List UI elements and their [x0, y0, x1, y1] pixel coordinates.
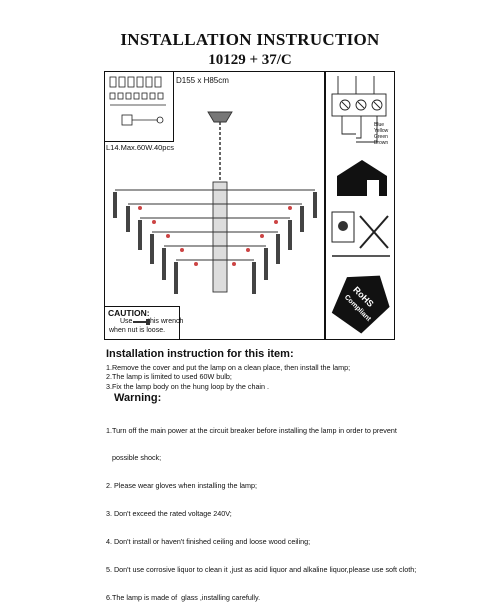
indoor-use-house-icon [337, 160, 387, 196]
wrench-icon [133, 319, 150, 325]
warning-item-5: 5. Don't use corrosive liquor to clean i… [106, 565, 417, 575]
installation-title: Installation instruction for this item: [106, 348, 294, 360]
wire-label-yellow: Yellow [374, 128, 389, 134]
model-number: 10129 + 37/C [208, 52, 292, 68]
wire-labels: Blue Yellow Green Brown [374, 122, 388, 146]
warning-item-2: 2. Please wear gloves when installing th… [106, 481, 258, 491]
installation-step-2: 2.The lamp is limited to used 60W bulb; [106, 372, 232, 382]
parts-label: L14.Max.60W.40pcs [106, 143, 174, 152]
wire-label-brown: Brown [374, 140, 389, 146]
chandelier-drawing [113, 111, 317, 294]
parts-illustration [109, 76, 166, 126]
wire-label-blue: Blue [374, 122, 385, 128]
rohs-compliant-badge-icon: RoHS Compliant [331, 275, 390, 334]
wire-label-green: Green [374, 134, 388, 140]
caution-line1: Use this wrench [120, 318, 184, 325]
installation-step-1: 1.Remove the cover and put the lamp on a… [106, 363, 351, 372]
document-title: INSTALLATION INSTRUCTION [120, 30, 380, 49]
terminal-block-illustration [331, 76, 387, 143]
parts-box [104, 71, 174, 142]
caution-box [104, 306, 180, 340]
warning-item-1-cont: possible shock; [106, 453, 162, 463]
warning-item-6: 6.The lamp is made of glass ,installing … [106, 592, 261, 602]
diagram-frame [104, 71, 395, 340]
caution-line2: when nut is loose. [109, 327, 166, 334]
right-column-divider [324, 71, 326, 340]
caution-title: CAUTION: [108, 308, 150, 318]
warning-item-4: 4. Don't install or haven't finished cei… [106, 537, 311, 547]
warning-item-1: 1.Turn off the main power at the circuit… [106, 425, 397, 435]
warning-title: Warning: [114, 392, 162, 404]
installation-steps: 1.Remove the cover and put the lamp on a… [106, 363, 350, 391]
dimension-label: D155 x H85cm [176, 76, 229, 85]
warning-item-3: 3. Don't exceed the rated voltage 240V; [106, 509, 232, 519]
installation-step-3: 3.Fix the lamp body on the hung loop by … [106, 381, 270, 391]
warning-list: 1.Turn off the main power at the circuit… [106, 407, 416, 612]
no-dimmer-icon [331, 211, 390, 257]
